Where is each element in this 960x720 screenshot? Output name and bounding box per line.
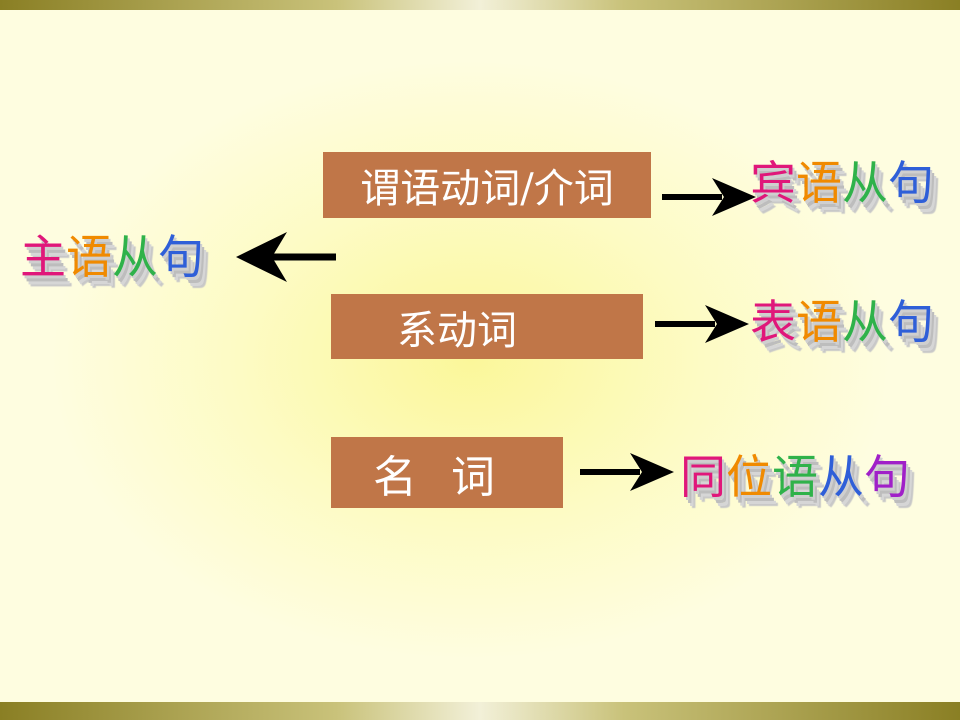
clause-character: 句 — [888, 295, 934, 349]
right-arrow-icon — [580, 453, 674, 491]
right-arrow-icon — [655, 305, 749, 343]
clause-character: 从 — [842, 156, 888, 210]
clause-character: 句 — [888, 156, 934, 210]
linking-verb-box: 系动词 — [331, 294, 643, 359]
clause-character: 从 — [112, 230, 158, 284]
verb-preposition-box: 谓语动词/介词 — [323, 152, 651, 218]
clause-character: 从 — [818, 450, 864, 504]
clause-character: 同 — [680, 450, 726, 504]
object-clause-word: 宾语从句 — [750, 160, 934, 206]
right-arrow-icon — [662, 178, 756, 216]
clause-character: 语 — [66, 230, 112, 284]
verb-preposition-label: 谓语动词/介词 — [360, 166, 614, 212]
clause-character: 句 — [864, 450, 910, 504]
clause-character: 句 — [158, 230, 204, 284]
clause-character: 位 — [726, 450, 772, 504]
appositive-clause-word: 同位语从句 — [680, 454, 910, 500]
bottom-decorative-bar — [0, 702, 960, 720]
top-decorative-bar — [0, 0, 960, 10]
left-arrow-icon — [236, 232, 336, 282]
noun-label: 名 词 — [373, 451, 505, 503]
clause-character: 语 — [796, 156, 842, 210]
clause-character: 语 — [796, 295, 842, 349]
clause-character: 主 — [20, 230, 66, 284]
clause-character: 语 — [772, 450, 818, 504]
subject-clause-word: 主语从句 — [20, 234, 204, 280]
linking-verb-label: 系动词 — [397, 307, 517, 354]
clause-character: 从 — [842, 295, 888, 349]
clause-character: 表 — [750, 295, 796, 349]
noun-box: 名 词 — [331, 437, 563, 508]
clause-character: 宾 — [750, 156, 796, 210]
predicative-clause-word: 表语从句 — [750, 299, 934, 345]
